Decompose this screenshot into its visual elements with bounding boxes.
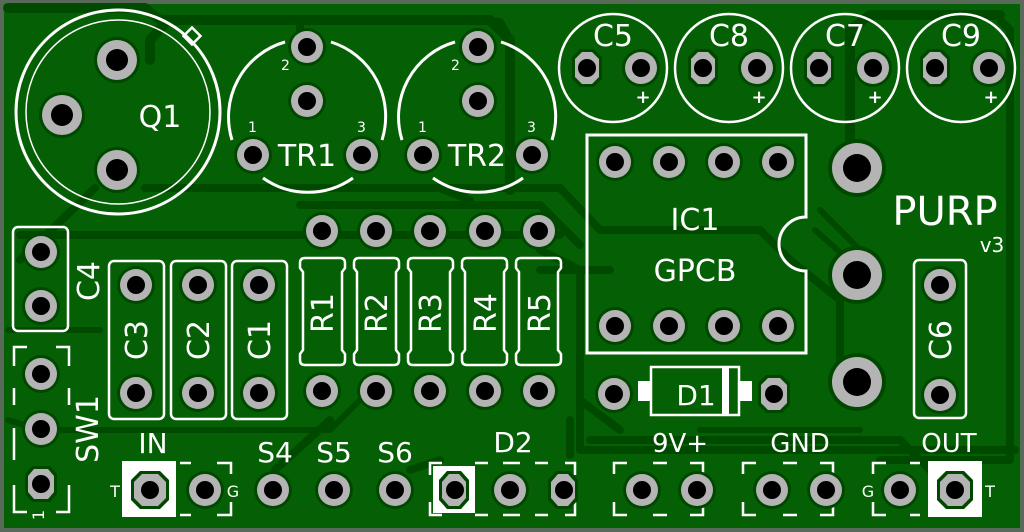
TR2-pin-2: 2: [451, 58, 460, 74]
C1-label: C1: [243, 320, 278, 360]
SW1-label: SW1: [71, 395, 106, 463]
component-Q1[interactable]: Q1: [14, 8, 222, 216]
TR1-label: TR1: [277, 139, 336, 174]
IN-ground-marker: G: [227, 482, 239, 501]
R4-label: R4: [469, 293, 504, 333]
C8-label: C8: [709, 19, 749, 54]
C7-plus-marker: +: [867, 87, 882, 108]
TR2-label: TR2: [447, 139, 506, 174]
TR1-pin-3: 3: [357, 120, 366, 136]
component-C8[interactable]: C8 +: [673, 12, 785, 124]
component-C4[interactable]: C4: [11, 225, 107, 333]
IC1-sublabel: GPCB: [654, 254, 737, 289]
component-TR2[interactable]: 2 1 3 TR2: [397, 28, 558, 194]
copper-traces: [3, 3, 1019, 484]
S4-label: S4: [257, 436, 293, 469]
IN-tip-marker: T: [109, 482, 120, 501]
component-R5[interactable]: R5: [514, 212, 563, 410]
pad-S5[interactable]: S5: [315, 436, 353, 509]
R3-label: R3: [414, 293, 449, 333]
TR1-pin-1: 1: [248, 120, 257, 136]
component-C3[interactable]: C3: [107, 259, 166, 421]
C2-label: C2: [182, 320, 217, 360]
component-C2[interactable]: C2: [169, 259, 228, 421]
large-pads: [828, 139, 886, 411]
component-R2[interactable]: R2: [352, 212, 401, 410]
board-title: PURP: [892, 189, 997, 235]
component-C7[interactable]: C7 +: [789, 12, 901, 124]
OUT-label: OUT: [921, 429, 976, 459]
pad-S4[interactable]: S4: [254, 436, 293, 509]
component-SW1[interactable]: SW1 1: [12, 345, 106, 520]
IN-label: IN: [138, 427, 167, 460]
C8-plus-marker: +: [751, 87, 766, 108]
IC1-pads: [596, 143, 797, 345]
component-D1[interactable]: D1: [595, 365, 790, 417]
C9-plus-marker: +: [983, 87, 998, 108]
component-C1[interactable]: C1: [230, 259, 289, 421]
C9-label: C9: [941, 19, 981, 54]
TR2-pin-3: 3: [527, 120, 536, 136]
SW1-pin1-marker: 1: [29, 510, 48, 520]
pad-S6[interactable]: S6: [376, 436, 414, 509]
R5-label: R5: [523, 293, 558, 333]
C4-label: C4: [72, 261, 107, 301]
connector-GND[interactable]: GND: [741, 429, 845, 517]
C7-label: C7: [825, 19, 865, 54]
TR2-pin-1: 1: [418, 120, 427, 136]
C5-label: C5: [593, 19, 633, 54]
power-label: 9V+: [652, 429, 708, 459]
Q1-pads: [39, 37, 140, 193]
connector-OUT[interactable]: OUT G T: [862, 429, 995, 517]
gnd-label: GND: [770, 429, 830, 459]
S5-label: S5: [316, 436, 352, 469]
C5-plus-marker: +: [635, 87, 650, 108]
component-C9[interactable]: C9 +: [905, 12, 1017, 124]
C6-label: C6: [924, 320, 959, 360]
C3-label: C3: [120, 320, 155, 360]
S6-label: S6: [377, 436, 413, 469]
TR1-pin-2: 2: [281, 58, 290, 74]
component-D2[interactable]: D2: [428, 426, 578, 517]
connector-IN[interactable]: IN T G: [109, 427, 239, 517]
component-TR1[interactable]: 2 1 3 TR1: [227, 28, 388, 194]
R2-label: R2: [360, 293, 395, 333]
component-R1[interactable]: R1: [298, 212, 347, 410]
board-version: v3: [980, 233, 1005, 257]
component-C5[interactable]: C5 +: [557, 12, 669, 124]
OUT-ground-marker: G: [862, 482, 874, 501]
component-R3[interactable]: R3: [406, 212, 455, 410]
R1-label: R1: [306, 293, 341, 333]
connector-9V[interactable]: 9V+: [612, 429, 716, 517]
component-C6[interactable]: C6: [912, 258, 968, 420]
OUT-tip-marker: T: [984, 482, 995, 501]
component-IC1[interactable]: IC1 GPCB: [585, 133, 808, 355]
Q1-label: Q1: [139, 100, 182, 135]
component-R4[interactable]: R4: [460, 212, 509, 410]
D2-label: D2: [493, 426, 532, 459]
D1-label: D1: [676, 379, 715, 412]
IC1-label: IC1: [671, 203, 720, 238]
